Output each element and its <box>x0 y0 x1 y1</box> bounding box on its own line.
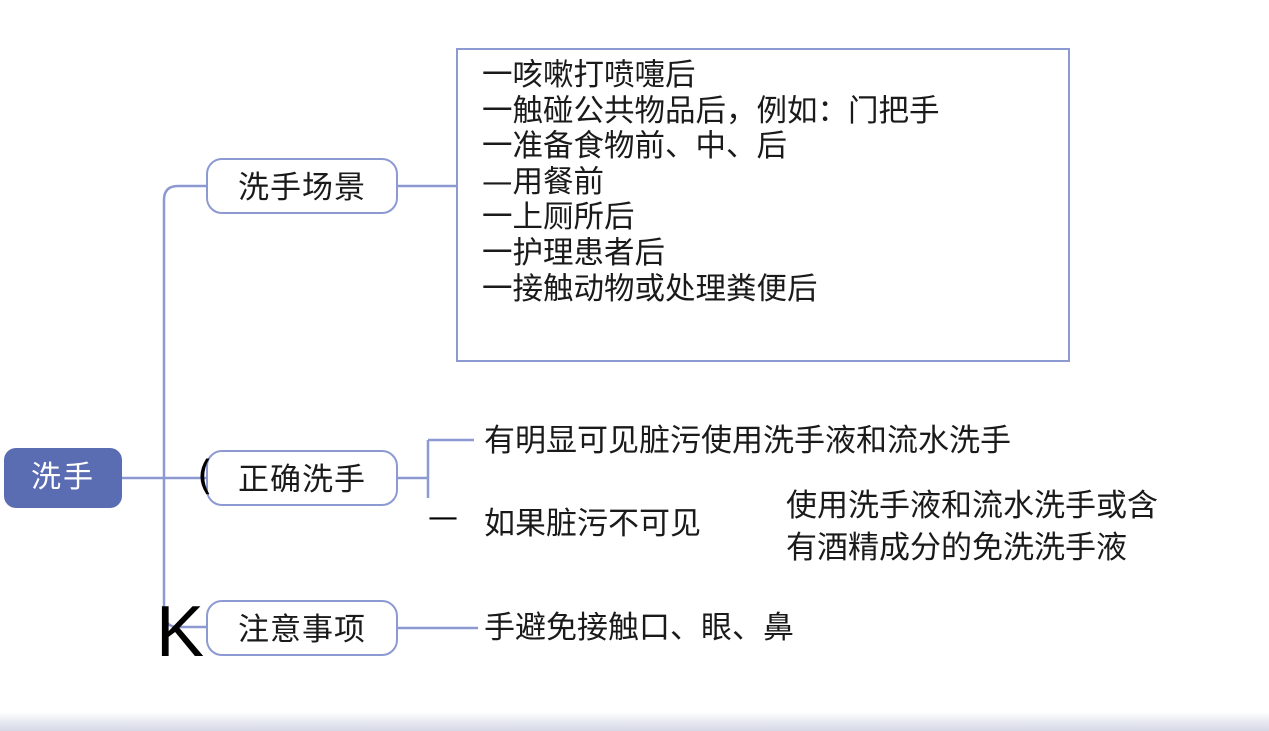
invisible-dirt-detail-line1: 使用洗手液和流水洗手或含 <box>786 488 1158 524</box>
scenario-item: 一触碰公共物品后，例如：门把手 <box>482 93 940 129</box>
bottom-shadow <box>0 712 1269 731</box>
trunk-notes-connector <box>162 478 206 629</box>
invisible-dirt-detail-line2: 有酒精成分的免洗洗手液 <box>786 530 1127 566</box>
scenario-item: —用餐前 <box>482 164 604 200</box>
precautions-node: 注意事项 <box>206 600 398 656</box>
scenario-item: 一准备食物前、中、后 <box>482 129 787 165</box>
scenarios-list-box: 一咳嗽打喷嚏后 一触碰公共物品后，例如：门把手 一准备食物前、中、后 —用餐前 … <box>456 48 1070 362</box>
visible-dirt-leaf: 有明显可见脏污使用洗手液和流水洗手 <box>484 423 1011 459</box>
invisible-dirt-leaf: 如果脏污不可见 <box>484 506 701 542</box>
scenario-item: 一咳嗽打喷嚏后 <box>482 58 696 93</box>
precaution-leaf: 手避免接触口、眼、鼻 <box>484 610 794 646</box>
correct-split-connector <box>398 438 474 498</box>
paren-mark: ( <box>197 453 213 499</box>
root-node: 洗手 <box>4 448 122 508</box>
trunk-scenarios-connector <box>162 184 206 478</box>
k-glyph-mark: K <box>156 592 205 672</box>
scenarios-node: 洗手场景 <box>206 158 398 214</box>
dash-mark: — <box>428 500 458 535</box>
scenario-item: 一上厕所后 <box>482 200 635 236</box>
correct-handwashing-node: 正确洗手 <box>206 450 398 506</box>
scenario-item: 一护理患者后 <box>482 235 665 271</box>
scenario-item: 一接触动物或处理粪便后 <box>482 271 818 307</box>
